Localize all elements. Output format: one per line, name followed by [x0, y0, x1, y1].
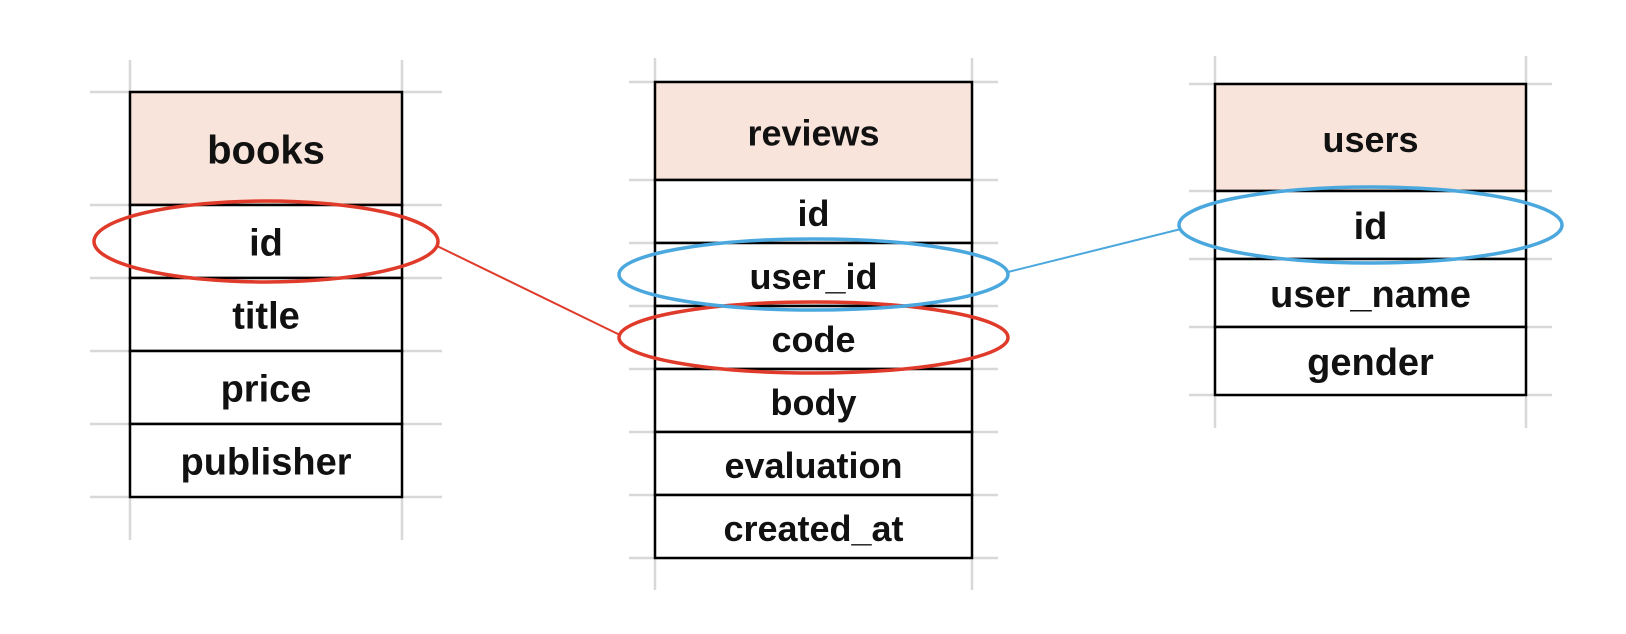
field-cell [128, 422, 404, 499]
table-header-cell [653, 80, 974, 182]
field-name: user_name [1270, 274, 1471, 316]
field-name: body [771, 382, 857, 423]
field-name: price [221, 369, 312, 411]
highlight-ellipse [617, 237, 1010, 312]
field-name: user_id [749, 256, 877, 297]
field-cell [653, 304, 974, 371]
relation-line [1005, 228, 1182, 274]
relation-line [435, 244, 622, 337]
field-name: code [771, 319, 855, 360]
table-books: books id title price publisher [128, 90, 404, 499]
highlight-ellipse [1177, 185, 1564, 265]
field-cell [1213, 189, 1528, 261]
field-cell [653, 241, 974, 308]
field-name: id [249, 223, 283, 265]
table-name: books [207, 129, 325, 173]
highlight-ellipse [92, 199, 440, 284]
field-name: created_at [723, 508, 903, 549]
field-name: gender [1307, 342, 1434, 384]
relation-users-reviews [617, 185, 1564, 312]
table-name: reviews [747, 113, 879, 154]
relation-books-reviews [92, 199, 1010, 375]
field-name: title [232, 296, 300, 338]
field-cell [128, 349, 404, 426]
field-cell [1213, 325, 1528, 397]
table-header-cell [1213, 82, 1528, 193]
field-name: id [1354, 206, 1388, 248]
field-cell [653, 493, 974, 560]
field-name: evaluation [724, 445, 902, 486]
field-name: publisher [180, 442, 351, 484]
field-cell [1213, 257, 1528, 329]
field-cell [653, 178, 974, 245]
relations [92, 185, 1564, 375]
field-name: id [798, 193, 830, 234]
highlight-ellipse [617, 300, 1010, 375]
table-header-cell [128, 90, 404, 207]
tables: books id title price publisher reviews id user_… [128, 80, 1528, 560]
table-name: users [1322, 119, 1418, 160]
